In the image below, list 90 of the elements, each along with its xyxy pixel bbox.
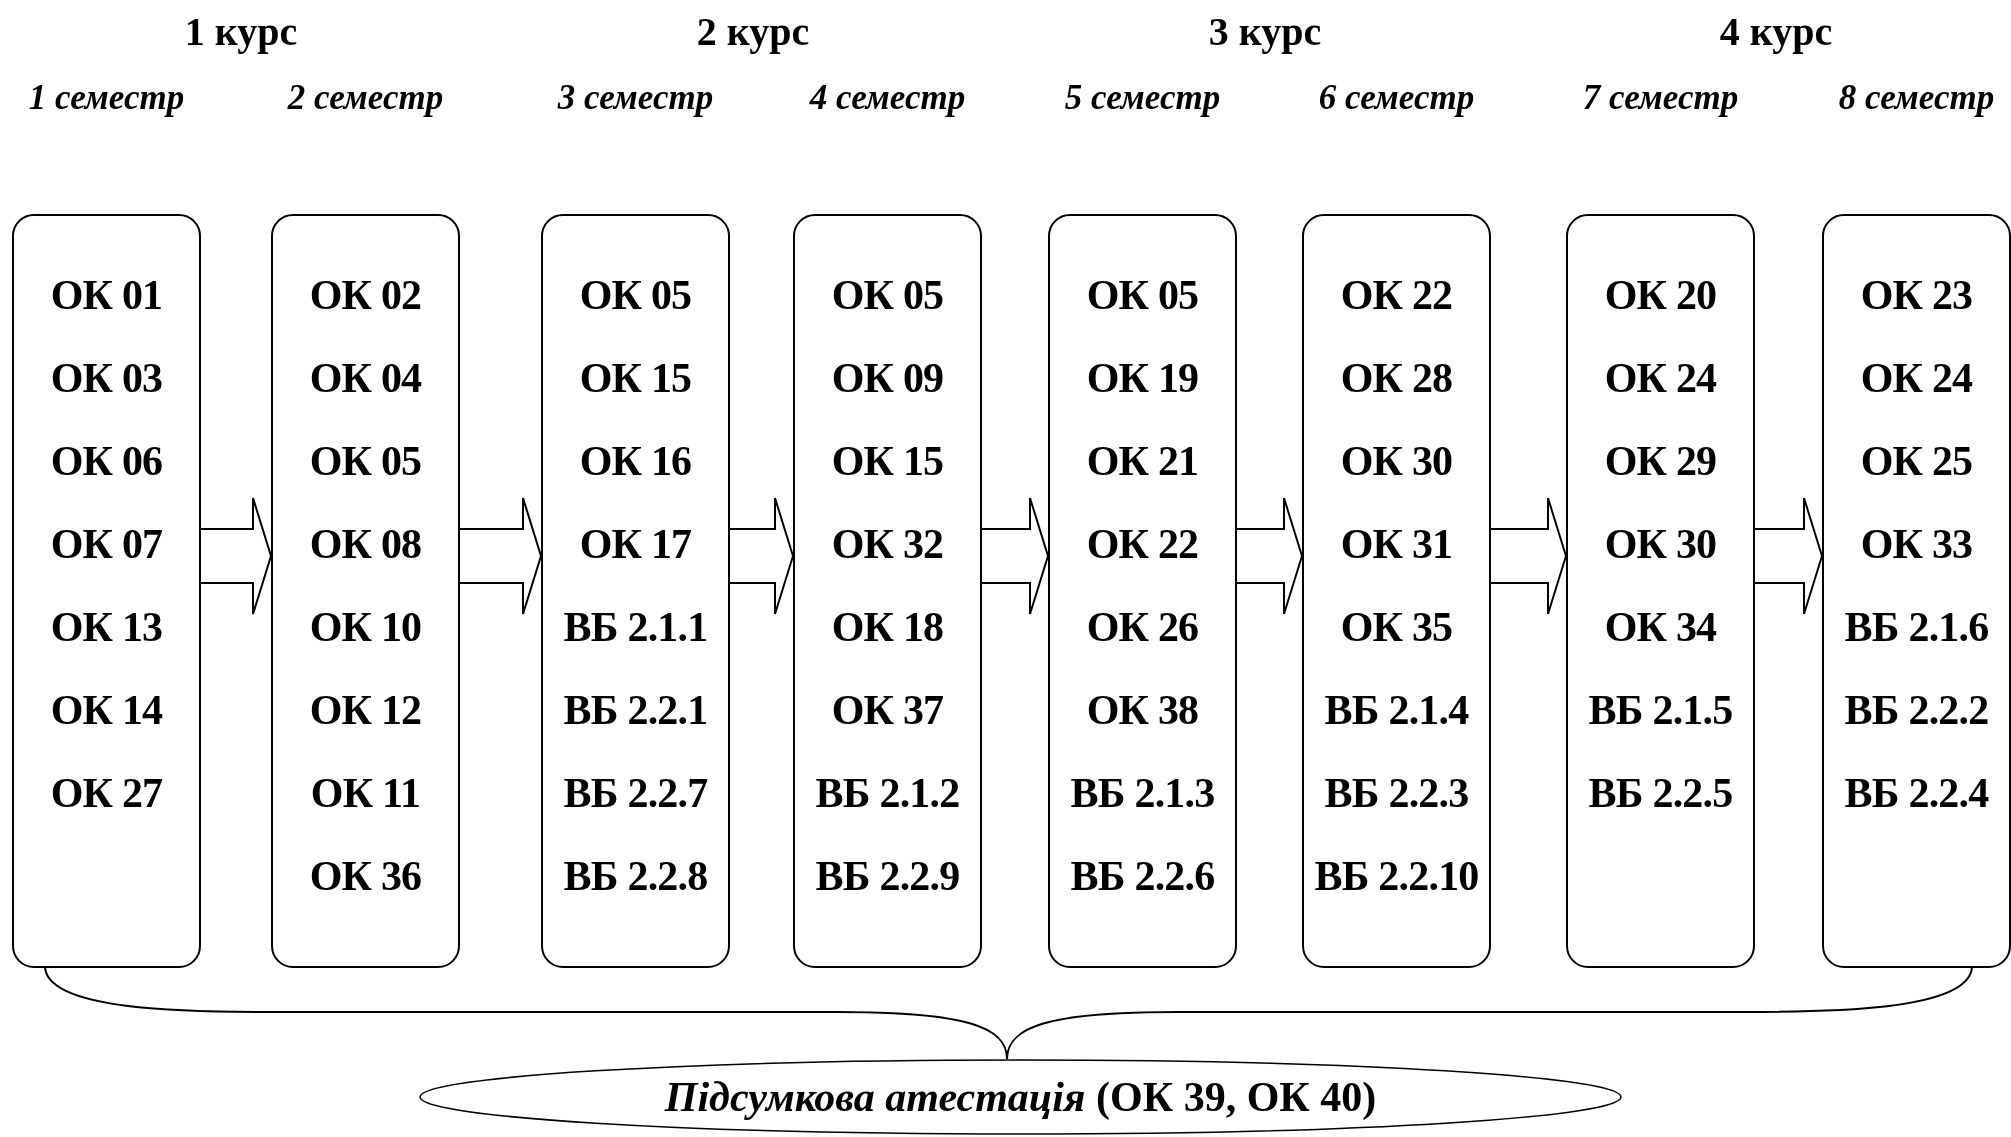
course-code: ВБ 2.2.8 [563,855,708,897]
course-code: ВБ 2.1.5 [1588,689,1733,731]
course-code: ОК 37 [831,689,944,731]
course-code: ОК 25 [1860,440,1973,482]
course-code: ОК 03 [50,357,163,399]
course-code: ОК 16 [579,440,692,482]
course-code: ВБ 2.2.6 [1070,855,1215,897]
course-code: ОК 35 [1340,606,1453,648]
course-code: ВБ 2.2.2 [1844,689,1989,731]
semester-label: 5 семестр [1064,78,1221,118]
course-code: ВБ 2.2.4 [1844,772,1989,814]
course-code: ОК 05 [1086,274,1199,316]
course-code: ОК 31 [1340,523,1453,565]
course-code: ВБ 2.1.1 [563,606,708,648]
course-code: ОК 09 [831,357,944,399]
course-code: ВБ 2.2.7 [563,772,708,814]
course-code: ОК 22 [1086,523,1199,565]
semester-box [12,214,201,968]
course-heading: 2 курс [696,8,810,55]
course-code: ОК 08 [309,523,422,565]
course-code: ОК 24 [1860,357,1973,399]
block-arrow [1754,497,1824,615]
course-code: ОК 24 [1604,357,1717,399]
semester-label: 6 семестр [1318,78,1475,118]
course-code: ОК 11 [310,772,421,814]
course-code: ОК 38 [1086,689,1199,731]
course-code: ОК 36 [309,855,422,897]
block-arrow [200,497,273,615]
semester-label: 8 семестр [1838,78,1995,118]
course-code: ОК 13 [50,606,163,648]
course-code: ОК 27 [50,772,163,814]
semester-label: 1 семестр [28,78,185,118]
semester-box [271,214,460,968]
block-arrow [1490,497,1568,615]
course-code: ОК 15 [579,357,692,399]
semester-label: 2 семестр [287,78,444,118]
course-code: ОК 20 [1604,274,1717,316]
course-code: ОК 33 [1860,523,1973,565]
course-code: ОК 04 [309,357,422,399]
semester-box [1302,214,1491,968]
course-code: ОК 15 [831,440,944,482]
semester-box [541,214,730,968]
course-code: ОК 18 [831,606,944,648]
course-code: ОК 10 [309,606,422,648]
semester-box [1822,214,2011,968]
semester-box [793,214,982,968]
course-code: ОК 17 [579,523,692,565]
course-code: ОК 30 [1604,523,1717,565]
course-code: ОК 05 [309,440,422,482]
course-code: ВБ 2.2.9 [815,855,960,897]
course-heading: 1 курс [184,8,298,55]
course-heading: 3 курс [1208,8,1322,55]
course-code: ВБ 2.1.3 [1070,772,1215,814]
course-code: ОК 05 [579,274,692,316]
course-code: ОК 30 [1340,440,1453,482]
course-code: ОК 29 [1604,440,1717,482]
course-code: ОК 23 [1860,274,1973,316]
course-code: ОК 28 [1340,357,1453,399]
block-arrow [1236,497,1304,615]
course-code: ОК 02 [309,274,422,316]
course-code: ВБ 2.2.3 [1324,772,1469,814]
semester-label: 4 семестр [809,78,966,118]
block-arrow [729,497,795,615]
course-code: ОК 32 [831,523,944,565]
course-code: ОК 22 [1340,274,1453,316]
course-code: ВБ 2.2.10 [1314,855,1479,897]
course-code: ВБ 2.2.1 [563,689,708,731]
course-code: ОК 26 [1086,606,1199,648]
assessment-text: Підсумкова атестація (ОК 39, ОК 40) [663,1073,1378,1121]
semester-label: 7 семестр [1582,78,1739,118]
course-code: ОК 05 [831,274,944,316]
block-arrow [981,497,1050,615]
semester-box [1048,214,1237,968]
course-code: ОК 12 [309,689,422,731]
block-arrow [459,497,543,615]
semester-label: 3 семестр [557,78,714,118]
course-code: ВБ 2.1.6 [1844,606,1989,648]
course-heading: 4 курс [1719,8,1833,55]
course-code: ОК 06 [50,440,163,482]
course-code: ОК 21 [1086,440,1199,482]
course-code: ОК 07 [50,523,163,565]
course-code: ОК 34 [1604,606,1717,648]
semester-box [1566,214,1755,968]
course-code: ОК 14 [50,689,163,731]
final-assessment-ellipse [419,1059,1622,1135]
course-code: ВБ 2.1.4 [1324,689,1469,731]
course-code: ОК 19 [1086,357,1199,399]
course-code: ОК 01 [50,274,163,316]
course-code: ВБ 2.1.2 [815,772,960,814]
course-code: ВБ 2.2.5 [1588,772,1733,814]
